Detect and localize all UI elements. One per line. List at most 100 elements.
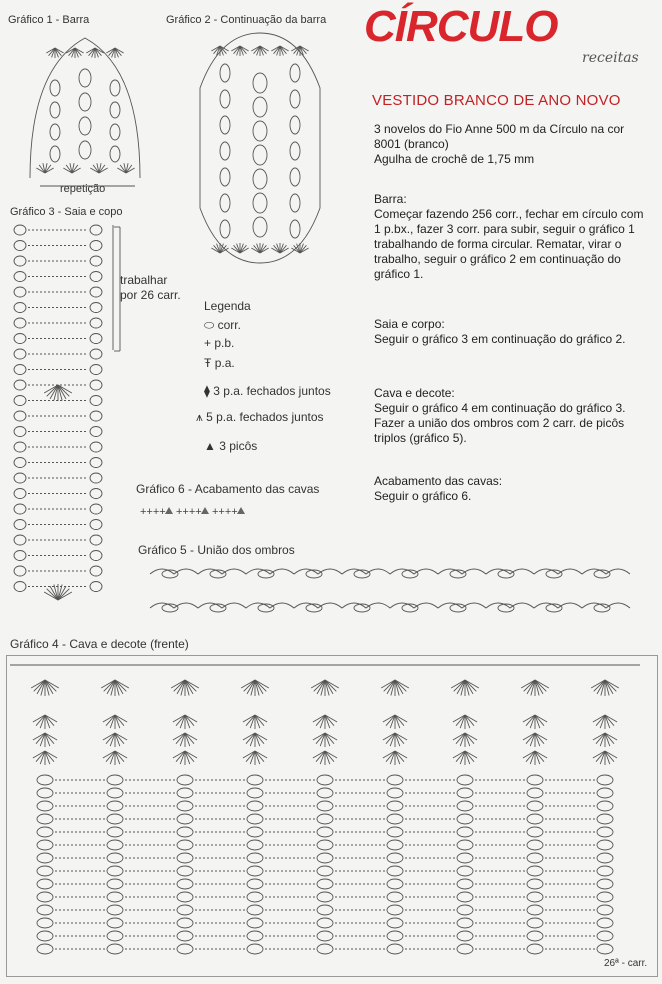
stitch-cluster — [316, 813, 334, 825]
chart3-columns — [13, 224, 103, 601]
stitch-fan — [522, 714, 548, 729]
stitch-cluster — [161, 603, 179, 613]
stitch-cluster — [526, 787, 544, 799]
stitch-fan — [100, 679, 130, 696]
stitch-cluster — [316, 839, 334, 851]
picot3-icon: ▲ — [204, 439, 216, 453]
svg-text:++++: ++++ — [212, 506, 238, 518]
stitch-cluster — [456, 813, 474, 825]
stitch-cluster — [36, 865, 54, 877]
section-acabamento: Acabamento das cavas: Seguir o gráfico 6… — [374, 474, 644, 504]
chart2-fans — [211, 45, 309, 254]
stitch-fan — [172, 714, 198, 729]
stitch-cluster — [497, 603, 515, 613]
stitch-cluster — [13, 255, 27, 267]
stitch-cluster — [176, 787, 194, 799]
chart3-diagram — [13, 224, 114, 601]
stitch-cluster — [316, 774, 334, 786]
stitch-cluster — [106, 800, 124, 812]
stitch-fan — [117, 163, 135, 174]
stitch-cluster — [449, 603, 467, 613]
stitch-cluster — [161, 569, 179, 579]
stitch-cluster — [386, 865, 404, 877]
chart2-diagram — [199, 32, 321, 264]
stitch-cluster — [36, 839, 54, 851]
stitch-cluster — [13, 286, 27, 298]
stitch-cluster — [176, 852, 194, 864]
stitch-cluster — [596, 930, 614, 942]
stitch-cluster — [106, 891, 124, 903]
stitch-cluster — [246, 930, 264, 942]
chart6-label: Gráfico 6 - Acabamento das cavas — [136, 482, 320, 496]
stitch-cluster — [89, 534, 103, 546]
stitch-cluster — [386, 917, 404, 929]
stitch-cluster — [176, 904, 194, 916]
chart3-note-2: por 26 carr. — [120, 288, 181, 302]
chart1-outline — [29, 37, 141, 179]
stitch-cluster — [176, 813, 194, 825]
stitch-cluster — [219, 115, 231, 135]
stitch-cluster — [89, 472, 103, 484]
chart4-frame — [6, 655, 658, 977]
stitch-fan — [32, 714, 58, 729]
stitch-fan — [592, 732, 618, 747]
brand-subtitle: receitas — [582, 50, 639, 66]
stitch-cluster — [13, 379, 27, 391]
stitch-cluster — [456, 852, 474, 864]
stitch-cluster — [526, 839, 544, 851]
stitch-fan — [242, 750, 268, 765]
section-heading: Barra: — [374, 192, 407, 206]
legend-label: 3 picôs — [219, 439, 258, 453]
stitch-cluster — [289, 63, 301, 83]
stitch-cluster — [386, 930, 404, 942]
stitch-cluster — [289, 193, 301, 213]
stitch-fan — [172, 750, 198, 765]
stitch-cluster — [13, 441, 27, 453]
stitch-cluster — [106, 787, 124, 799]
chart5-wave — [149, 602, 631, 609]
stitch-fan — [291, 243, 309, 254]
stitch-cluster — [252, 144, 268, 166]
chart6-diagram: ++++++++++++ — [140, 506, 245, 518]
section-body: Seguir o gráfico 4 em continuação do grá… — [374, 401, 626, 445]
legend-label: p.a. — [214, 356, 235, 370]
stitch-cluster — [401, 569, 419, 579]
stitch-cluster — [89, 302, 103, 313]
stitch-cluster — [13, 519, 27, 530]
stitch-cluster — [526, 904, 544, 916]
stitch-fan — [46, 47, 64, 58]
legend-label: 3 p.a. fechados juntos — [213, 384, 331, 398]
stitch-fan — [43, 584, 73, 601]
stitch-fan — [102, 714, 128, 729]
stitch-fan — [310, 679, 340, 696]
stitch-fan — [240, 679, 270, 696]
stitch-fan — [86, 47, 104, 58]
stitch-cluster — [596, 826, 614, 838]
stitch-cluster — [89, 581, 103, 592]
stitch-cluster — [78, 116, 92, 136]
stitch-cluster — [106, 839, 124, 851]
stitch-cluster — [89, 271, 103, 282]
stitch-cluster — [252, 192, 268, 214]
section-barra: Barra: Começar fazendo 256 corr., fechar… — [374, 192, 644, 282]
stitch-cluster — [176, 839, 194, 851]
stitch-cluster — [13, 488, 27, 499]
stitch-cluster — [596, 943, 614, 955]
stitch-fan — [251, 243, 269, 254]
stitch-fan — [242, 732, 268, 747]
stitch-cluster — [305, 603, 323, 613]
stitch-fan — [251, 45, 269, 56]
stitch-fan — [32, 732, 58, 747]
stitch-cluster — [316, 826, 334, 838]
materials-block: 3 novelos do Fio Anne 500 m da Círculo n… — [374, 122, 644, 167]
single-crochet-icon: + — [204, 336, 212, 350]
stitch-cluster — [246, 943, 264, 955]
stitch-fan — [452, 750, 478, 765]
chart5-wave — [149, 568, 631, 575]
stitch-cluster — [89, 426, 103, 437]
chart5-diagram — [149, 568, 631, 613]
stitch-fan — [63, 163, 81, 174]
stitch-fan — [66, 47, 84, 58]
stitch-cluster — [89, 410, 103, 422]
stitch-cluster — [289, 167, 301, 187]
